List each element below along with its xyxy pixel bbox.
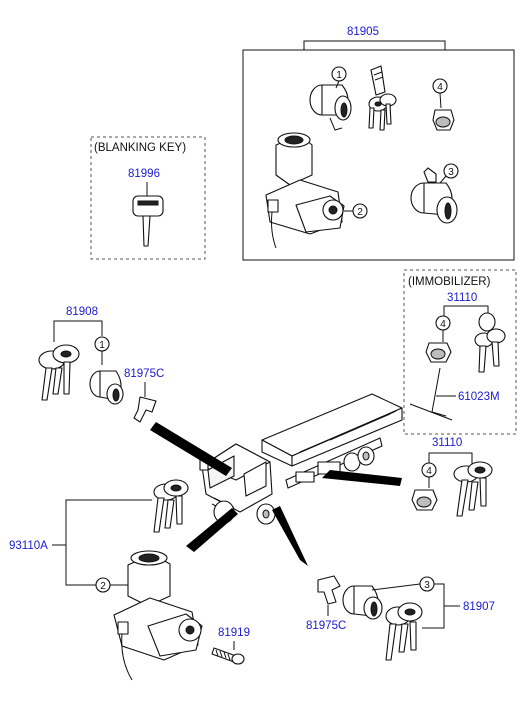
part-number-81908[interactable]: 81908	[66, 306, 98, 318]
part-number-81975c-lower[interactable]: 81975C	[306, 620, 346, 632]
pointer-side-lock	[272, 506, 308, 566]
immobilizer-group: (IMMOBILIZER) 31110 4 61023M	[403, 269, 517, 435]
key-set-lower-left-part	[153, 479, 189, 533]
immobilizer-box	[403, 269, 517, 435]
screw-part	[211, 647, 245, 665]
callout-4-immobilizer-label: 4	[440, 319, 446, 330]
part-number-81919[interactable]: 81919	[218, 627, 250, 639]
key-set-immobilizer-part	[474, 312, 506, 373]
key-set-top-part	[368, 65, 397, 131]
ignition-switch-bottom-part	[113, 550, 203, 681]
pointer-door-lock	[150, 422, 232, 476]
cap-nut-immobilizer-part	[425, 342, 452, 363]
callout-1-left-label: 1	[99, 340, 105, 351]
part-number-31110-lower[interactable]: 31110	[432, 437, 462, 449]
retainer-clip-upper-part	[133, 396, 157, 423]
part-number-81975c-upper[interactable]: 81975C	[124, 368, 164, 380]
callout-3-top-leader	[439, 175, 447, 184]
lock-cylinder-left-part	[89, 370, 124, 405]
key-set-right-part	[453, 461, 493, 517]
antenna-coil-part	[409, 367, 453, 421]
leader-31110-lower	[428, 452, 473, 466]
ignition-switch-top-part	[265, 132, 345, 249]
pointer-ignition	[186, 508, 238, 552]
callout-4-top-leader	[439, 92, 442, 109]
leader-81908	[53, 320, 103, 342]
part-number-81907[interactable]: 81907	[463, 601, 495, 613]
trunk-lock-cylinder-part	[410, 167, 458, 224]
part-number-31110-immobilizer[interactable]: 31110	[447, 292, 477, 304]
retainer-clip-lower-part	[317, 575, 341, 605]
location-pointers	[150, 422, 402, 566]
callout-4-right-label: 4	[426, 466, 432, 477]
callout-2-top-label: 2	[357, 207, 363, 218]
assembly-81907-group: 81975C 3 81907	[306, 575, 495, 661]
assembly-31110-lower-group: 31110 4	[411, 437, 493, 517]
assembly-box-81905	[242, 49, 515, 261]
blanking-key-box	[90, 136, 206, 260]
blanking-key-part	[132, 195, 164, 247]
part-number-93110a[interactable]: 93110A	[9, 540, 48, 552]
truck-illustration	[199, 393, 403, 525]
callout-3-top[interactable]	[443, 163, 459, 179]
lock-cylinder-bottom-part	[342, 585, 383, 620]
door-lock-cylinder-part	[309, 84, 352, 131]
immobilizer-label: (IMMOBILIZER)	[408, 276, 491, 288]
leader-93110a	[52, 499, 152, 586]
leader-81905	[303, 40, 446, 50]
part-number-81905[interactable]: 81905	[347, 26, 379, 38]
pointer-rear-lock	[322, 470, 402, 486]
part-number-81996[interactable]: 81996	[128, 168, 160, 180]
callout-1-top-label: 1	[336, 70, 342, 81]
callout-4-top-label: 4	[437, 82, 443, 93]
callout-3-top-label: 3	[448, 167, 454, 178]
assembly-93110a-group: 93110A 2 81919	[9, 479, 250, 681]
assembly-81908-group: 81908 1 81975C	[38, 306, 164, 423]
cap-nut-right-part	[411, 489, 438, 511]
part-number-61023m[interactable]: 61023M	[458, 391, 500, 403]
callout-1-top-leader	[335, 80, 340, 89]
key-set-bottom-part	[385, 602, 423, 661]
leader-81907	[422, 583, 460, 629]
blanking-key-group: (BLANKING KEY) 81996	[90, 136, 206, 260]
callout-2-bottom-label: 2	[100, 581, 106, 592]
assembly-81905-group: 81905 1 4	[242, 26, 515, 261]
callout-3-bottom-label: 3	[424, 580, 430, 591]
key-set-left-part	[38, 344, 80, 401]
callout-3-bottom-leader	[371, 583, 421, 591]
blanking-key-label: (BLANKING KEY)	[94, 142, 186, 154]
cap-nut-part-top	[432, 109, 455, 131]
